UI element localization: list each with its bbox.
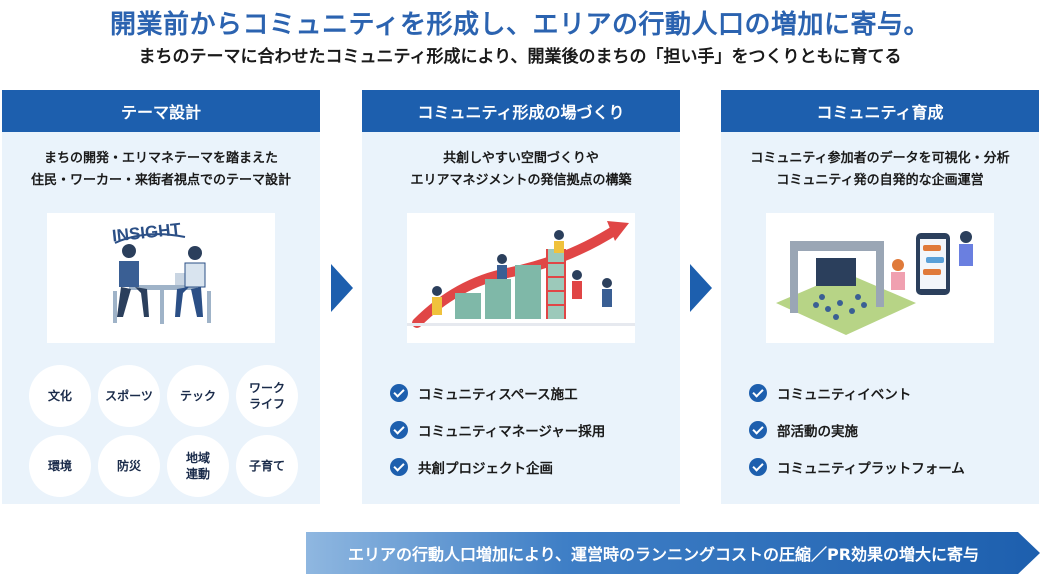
description-line: 共創しやすい空間づくりや [443, 151, 599, 166]
chevron-right-icon [690, 264, 712, 312]
list-item: 共創プロジェクト企画 [390, 448, 605, 485]
check-icon [749, 457, 767, 476]
column-description: コミュニティ参加者のデータを可視化・分析 コミュニティ発の自発的な企画運営 [721, 148, 1039, 192]
theme-bubble: スポーツ [98, 365, 160, 427]
check-icon [390, 420, 408, 439]
list-item-label: コミュニティプラットフォーム [777, 460, 965, 477]
column-heading: コミュニティ育成 [721, 90, 1039, 132]
list-item-label: コミュニティスペース施工 [418, 386, 578, 403]
checklist: コミュニティイベント 部活動の実施 コミュニティプラットフォーム [749, 374, 965, 485]
column-theme-design: テーマ設計 まちの開発・エリマネテーマを踏まえた 住民・ワーカー・来街者視点での… [2, 90, 320, 504]
list-item: コミュニティマネージャー採用 [390, 411, 605, 448]
description-line: コミュニティ参加者のデータを可視化・分析 [750, 151, 1010, 166]
insight-label: INSIGHT [111, 219, 182, 245]
description-line: まちの開発・エリマネテーマを踏まえた [43, 151, 278, 166]
column-heading: コミュニティ形成の場づくり [362, 90, 680, 132]
column-description: まちの開発・エリマネテーマを踏まえた 住民・ワーカー・来街者視点でのテーマ設計 [2, 148, 320, 192]
column-community-growth: コミュニティ育成 コミュニティ参加者のデータを可視化・分析 コミュニティ発の自発… [721, 90, 1039, 504]
headline: 開業前からコミュニティを形成し、エリアの行動人口の増加に寄与。 [110, 10, 930, 40]
theme-bubble: 防災 [98, 435, 160, 497]
theme-bubble: 文化 [29, 365, 91, 427]
event-illustration [766, 213, 994, 343]
chevron-right-icon [331, 264, 353, 312]
list-item-label: コミュニティマネージャー採用 [418, 423, 606, 440]
banner-text: エリアの行動人口増加により、運営時のランニングコストの圧縮／PR効果の増大に寄与 [347, 545, 980, 564]
theme-bubble: 環境 [29, 435, 91, 497]
teamwork-illustration [407, 213, 635, 343]
description-line: コミュニティ発の自発的な企画運営 [776, 173, 984, 188]
list-item-label: 部活動の実施 [777, 423, 858, 440]
check-icon [390, 383, 408, 402]
result-banner: エリアの行動人口増加により、運営時のランニングコストの圧縮／PR効果の増大に寄与 [306, 532, 1040, 574]
description-line: 住民・ワーカー・来街者視点でのテーマ設計 [30, 173, 291, 188]
check-icon [390, 457, 408, 476]
check-icon [749, 420, 767, 439]
list-item: コミュニティイベント [749, 374, 965, 411]
list-item: コミュニティスペース施工 [390, 374, 605, 411]
theme-bubble: 地域 連動 [167, 435, 229, 497]
subheadline: まちのテーマに合わせたコミュニティ形成により、開業後のまちの「担い手」をつくりと… [138, 47, 902, 67]
column-community-space: コミュニティ形成の場づくり 共創しやすい空間づくりや エリアマネジメントの発信拠… [362, 90, 680, 504]
list-item: 部活動の実施 [749, 411, 965, 448]
theme-bubble: テック [167, 365, 229, 427]
check-icon [749, 383, 767, 402]
list-item-label: 共創プロジェクト企画 [418, 460, 553, 477]
theme-bubble: 子育て [236, 435, 298, 497]
insight-illustration: INSIGHT [47, 213, 275, 343]
list-item-label: コミュニティイベント [777, 386, 912, 403]
list-item: コミュニティプラットフォーム [749, 448, 965, 485]
column-description: 共創しやすい空間づくりや エリアマネジメントの発信拠点の構築 [362, 148, 680, 192]
description-line: エリアマネジメントの発信拠点の構築 [410, 173, 632, 188]
column-heading: テーマ設計 [2, 90, 320, 132]
checklist: コミュニティスペース施工 コミュニティマネージャー採用 共創プロジェクト企画 [390, 374, 605, 485]
theme-bubble: ワーク ライフ [236, 365, 298, 427]
